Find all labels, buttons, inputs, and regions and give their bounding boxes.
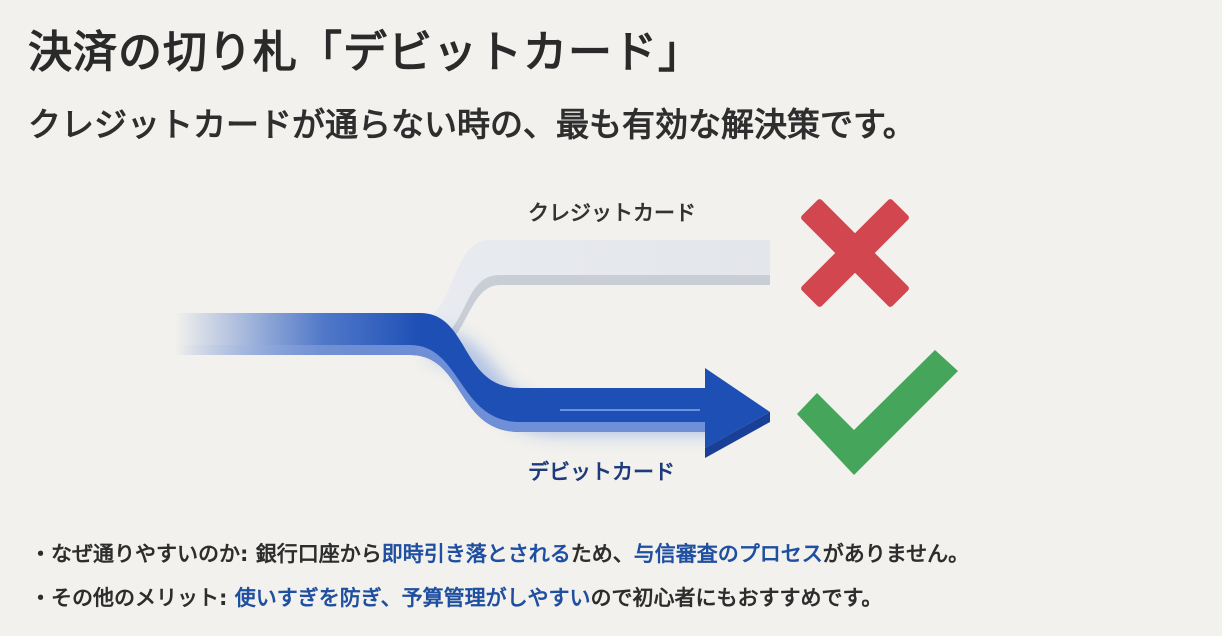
bullet-other-merits: ・その他のメリット: 使いすぎを防ぎ、予算管理がしやすいので初心者にもおすすめで… [30, 582, 969, 626]
debit-card-label: デビットカード [528, 460, 675, 484]
bullet-text: ので初心者にもおすすめです。 [590, 586, 883, 610]
bullet-text: がありません。 [822, 542, 970, 566]
debit-card-arrow [175, 313, 770, 458]
page-subtitle: クレジットカードが通らない時の、最も有効な解決策です。 [28, 105, 916, 144]
bullet-text: ・なぜ通りやすいのか: 銀行口座から [30, 542, 382, 566]
bullet-list: ・なぜ通りやすいのか: 銀行口座から即時引き落とされるため、与信審査のプロセスが… [30, 538, 969, 626]
credit-card-path [420, 240, 770, 350]
bullet-text: ・その他のメリット: [30, 586, 235, 610]
bullet-text: ため、 [570, 542, 634, 566]
cross-icon [801, 199, 909, 307]
check-icon [797, 350, 958, 475]
highlight-text: 使いすぎを防ぎ、予算管理がしやすい [234, 586, 591, 610]
highlight-text: 与信審査のプロセス [633, 542, 823, 566]
highlight-text: 即時引き落とされる [381, 542, 571, 566]
bullet-why-easy: ・なぜ通りやすいのか: 銀行口座から即時引き落とされるため、与信審査のプロセスが… [30, 538, 969, 582]
page-title: 決済の切り札「デビットカード」 [28, 27, 703, 78]
credit-card-label: クレジットカード [528, 201, 696, 225]
